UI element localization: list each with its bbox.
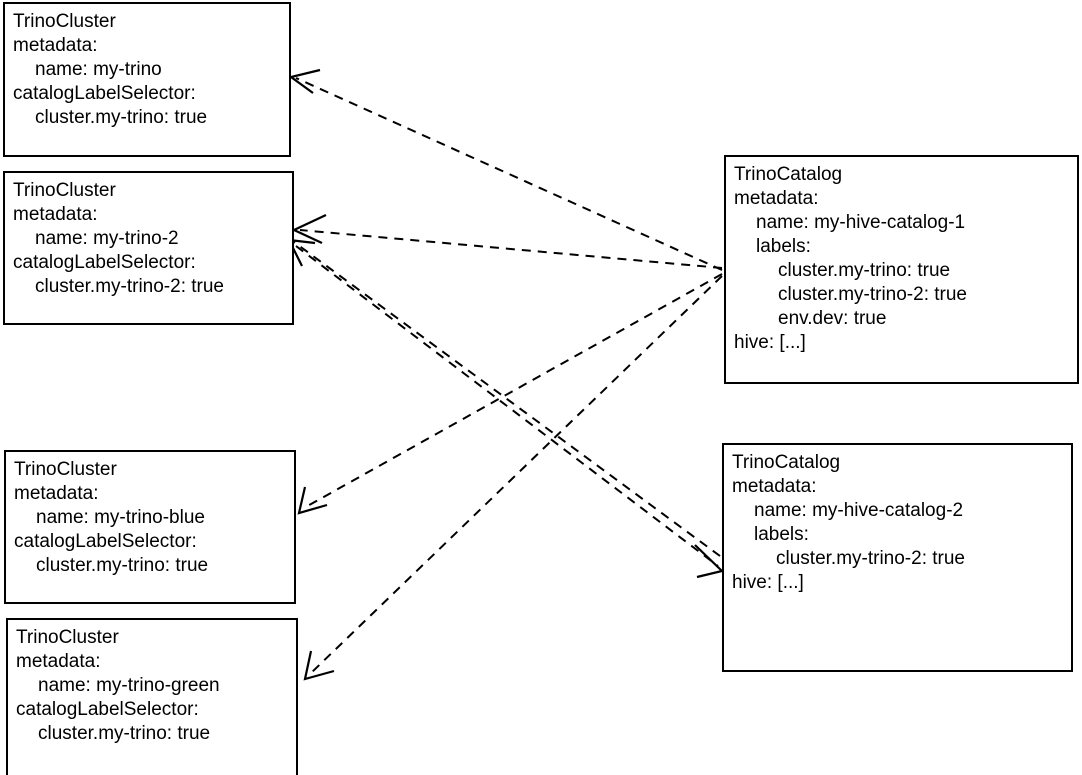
node-line: TrinoCatalog bbox=[732, 452, 841, 473]
node-cluster-my-trino-2[interactable]: TrinoCluster metadata: name: my-trino-2 … bbox=[3, 171, 294, 325]
node-line: TrinoCluster bbox=[16, 627, 119, 648]
node-line: metadata: bbox=[16, 651, 101, 672]
edge-catalog2-to-my-trino-2 bbox=[287, 238, 721, 557]
node-line: name: my-hive-catalog-1 bbox=[756, 212, 966, 233]
node-line: labels: bbox=[756, 236, 811, 257]
node-cluster-my-trino[interactable]: TrinoCluster metadata: name: my-trino ca… bbox=[3, 2, 291, 157]
node-cluster-my-trino-green[interactable]: TrinoCluster metadata: name: my-trino-gr… bbox=[6, 618, 298, 775]
node-line: catalogLabelSelector: bbox=[13, 83, 196, 104]
edge-catalog1-to-my-trino bbox=[288, 68, 723, 271]
node-line: cluster.my-trino: true bbox=[38, 723, 211, 744]
node-catalog-my-hive-catalog-1[interactable]: TrinoCatalog metadata: name: my-hive-cat… bbox=[724, 155, 1079, 384]
node-line: catalogLabelSelector: bbox=[16, 699, 199, 720]
node-line: TrinoCluster bbox=[13, 11, 116, 32]
node-line: hive: [...] bbox=[732, 572, 804, 593]
node-line: name: my-trino bbox=[35, 59, 162, 80]
edge-my-trino-2-to-catalog2 bbox=[295, 245, 725, 579]
node-line: name: my-hive-catalog-2 bbox=[754, 500, 964, 521]
edge-catalog1-to-my-trino-2 bbox=[291, 214, 723, 269]
node-catalog-my-hive-catalog-2[interactable]: TrinoCatalog metadata: name: my-hive-cat… bbox=[722, 443, 1073, 672]
node-line: cluster.my-trino-2: true bbox=[776, 548, 965, 569]
edge-catalog1-to-my-trino-green bbox=[303, 275, 723, 681]
node-line: env.dev: true bbox=[778, 308, 887, 329]
node-cluster-my-trino-blue[interactable]: TrinoCluster metadata: name: my-trino-bl… bbox=[4, 450, 296, 604]
node-line: TrinoCluster bbox=[13, 180, 116, 201]
node-line: name: my-trino-2 bbox=[35, 228, 179, 249]
node-line: TrinoCatalog bbox=[734, 164, 843, 185]
node-line: catalogLabelSelector: bbox=[14, 531, 197, 552]
node-line: cluster.my-trino: true bbox=[778, 260, 951, 281]
node-line: cluster.my-trino: true bbox=[36, 555, 209, 576]
node-line: metadata: bbox=[13, 204, 98, 225]
edge-catalog1-to-my-trino-blue bbox=[297, 273, 723, 515]
node-line: catalogLabelSelector: bbox=[13, 252, 196, 273]
node-line: name: my-trino-green bbox=[38, 675, 220, 696]
node-line: labels: bbox=[754, 524, 809, 545]
node-line: cluster.my-trino-2: true bbox=[35, 276, 224, 297]
node-line: metadata: bbox=[13, 35, 98, 56]
node-line: name: my-trino-blue bbox=[36, 507, 205, 528]
node-line: hive: [...] bbox=[734, 332, 806, 353]
node-line: metadata: bbox=[732, 476, 817, 497]
node-line: metadata: bbox=[734, 188, 819, 209]
node-line: cluster.my-trino: true bbox=[35, 107, 208, 128]
node-line: cluster.my-trino-2: true bbox=[778, 284, 967, 305]
node-line: TrinoCluster bbox=[14, 459, 117, 480]
node-line: metadata: bbox=[14, 483, 99, 504]
